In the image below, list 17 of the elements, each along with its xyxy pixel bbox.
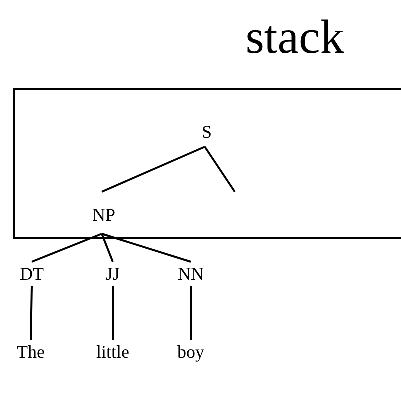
tree-branch <box>102 233 192 263</box>
tree-label: NP <box>84 194 124 236</box>
tree-label: DT <box>14 262 50 286</box>
word-label: little <box>88 340 138 364</box>
tree-branch <box>112 286 114 340</box>
word-label: The <box>10 340 52 364</box>
tree-branch <box>30 286 33 340</box>
frame-heading: stack <box>244 10 346 66</box>
dangling-branch <box>204 146 236 193</box>
tree-branch <box>102 146 206 193</box>
word-label: boy <box>170 340 212 364</box>
tree-label: NN <box>176 262 206 286</box>
tree-branch <box>32 233 102 263</box>
tree-label: JJ <box>100 262 126 286</box>
tree-branch <box>190 286 192 340</box>
tree-branch <box>101 234 114 262</box>
tree-label: S <box>194 116 220 149</box>
